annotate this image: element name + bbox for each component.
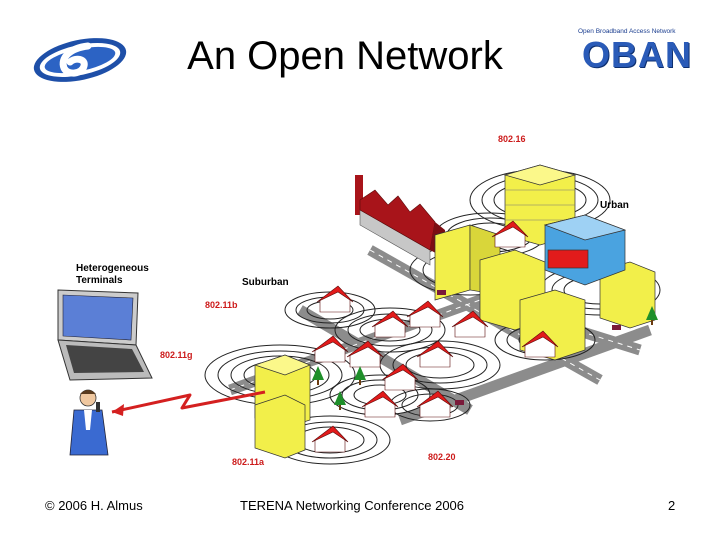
label-802-11b: 802.11b <box>205 300 238 310</box>
wireless-link-bolt <box>111 390 266 414</box>
glass-office-building <box>543 214 627 286</box>
footer-copyright: © 2006 H. Almus <box>45 498 143 513</box>
cars <box>437 290 621 405</box>
oban-tagline: Open Broadband Access Network <box>578 28 676 35</box>
label-802-20: 802.20 <box>428 452 456 462</box>
fp6-logo-icon <box>30 36 130 84</box>
suburban-houses <box>311 220 559 453</box>
label-heterogeneous-terminals: Heterogeneous Terminals <box>76 263 149 286</box>
slide-title: An Open Network <box>187 34 503 78</box>
footer-conference: TERENA Networking Conference 2006 <box>240 498 465 513</box>
laptop-icon <box>57 289 153 381</box>
label-suburban: Suburban <box>242 277 289 288</box>
factory-building <box>355 175 445 266</box>
person-with-phone-icon <box>69 389 109 456</box>
oban-logo: Open Broadband Access Network OBAN <box>578 28 691 76</box>
oban-wordmark: OBAN <box>582 34 692 75</box>
label-802-11g: 802.11g <box>160 350 193 360</box>
trees <box>312 306 658 410</box>
footer-page-number: 2 <box>668 498 676 513</box>
label-802-11a: 802.11a <box>232 457 265 467</box>
label-urban: Urban <box>600 200 629 211</box>
label-802-16: 802.16 <box>498 134 526 144</box>
